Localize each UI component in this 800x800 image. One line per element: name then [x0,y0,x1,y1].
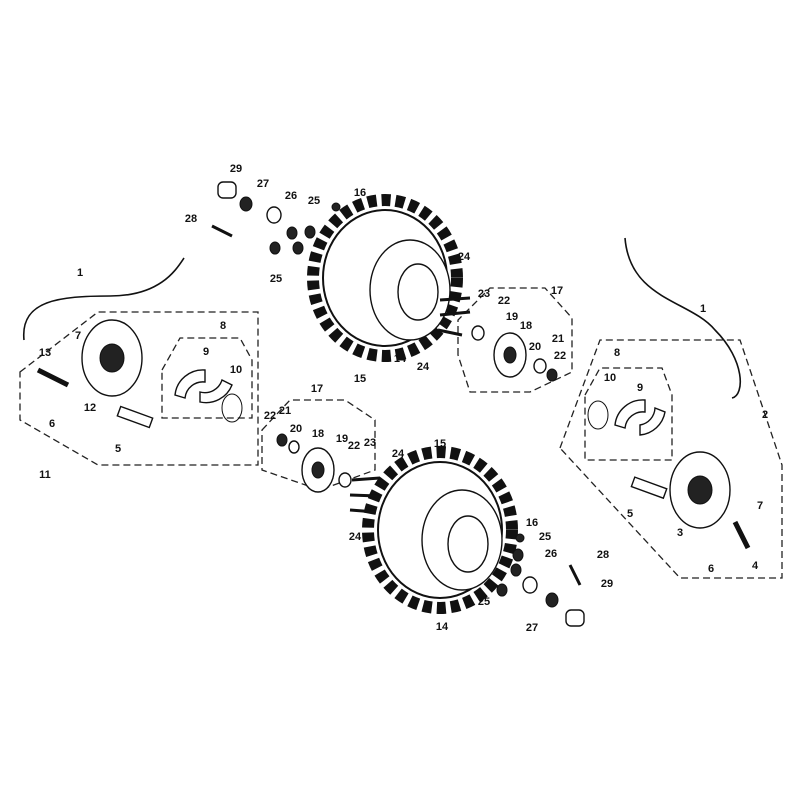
callout-label: 24 [392,448,405,460]
callout-label: 3 [677,527,683,539]
callout-label: 15 [434,438,446,450]
callout-label: 7 [75,330,81,342]
hub-bottom [276,433,352,493]
group-box-bottom-hub [261,399,376,491]
callout-label: 26 [545,548,557,560]
callout-label: 26 [285,190,297,202]
group-box-right-brake [559,339,783,579]
brake-cable-left [23,257,185,341]
callout-label: 24 [458,251,471,263]
callout-label: 8 [220,320,226,332]
callout-label: 29 [601,578,613,590]
callout-label: 22 [498,295,510,307]
callout-label: 19 [336,433,348,445]
callout-label: 17 [551,285,563,297]
callout-label: 1 [77,267,83,279]
callout-label: 9 [637,382,643,394]
hub-top [471,325,558,382]
brake-shoes-left [174,369,243,423]
callout-label: 22 [554,350,566,362]
callout-label: 25 [539,531,551,543]
brake-plate-right [630,451,751,550]
callout-label: 21 [279,405,291,417]
group-box-right-shoes [584,367,673,461]
callout-label: 25 [270,273,282,285]
callout-label: 15 [354,373,366,385]
callout-label: 16 [354,187,366,199]
tire-bottom [362,446,518,614]
brake-shoes-right [587,399,666,436]
callout-label: 28 [185,213,197,225]
callout-label: 25 [478,596,490,608]
callout-label: 4 [752,560,759,572]
callout-label: 10 [230,364,242,376]
callout-label: 16 [526,517,538,529]
brake-plate-left [36,319,154,429]
callout-label: 18 [312,428,324,440]
callout-label: 2 [762,409,768,421]
callout-label: 11 [39,469,51,481]
callout-label: 7 [757,500,763,512]
group-box-left-shoes [161,337,253,419]
wheel-studs [349,296,471,514]
callout-label: 27 [257,178,269,190]
callout-label: 13 [39,347,51,359]
callout-label: 14 [394,353,407,365]
callout-label: 18 [520,320,532,332]
callout-label: 25 [308,195,320,207]
callout-label: 5 [627,508,633,520]
callout-label: 8 [614,347,620,359]
callout-label: 29 [230,163,242,175]
callout-label: 23 [478,288,490,300]
callout-label: 20 [529,341,541,353]
callout-label: 9 [203,346,209,358]
callout-label: 10 [604,372,616,384]
callout-label: 27 [526,622,538,634]
callout-label: 22 [348,440,360,452]
callout-label: 14 [436,621,449,633]
callout-label: 24 [349,531,362,543]
callout-label: 5 [115,443,121,455]
callout-label: 21 [552,333,564,345]
hardware-bottom [496,533,585,627]
callout-label: 1 [700,303,706,315]
callout-label: 6 [49,418,55,430]
callout-label: 28 [597,549,609,561]
hardware-top [211,181,341,255]
callout-label: 22 [264,410,276,422]
callout-label: 6 [708,563,714,575]
callout-label: 20 [290,423,302,435]
callout-label: 17 [311,383,323,395]
brake-cable-right [624,237,742,399]
callout-label: 23 [364,437,376,449]
callout-label: 19 [506,311,518,323]
group-box-left-brake [19,311,259,466]
tire-top [307,194,463,362]
callout-label: 12 [84,402,96,414]
group-box-top-hub [457,287,573,393]
callout-label: 24 [417,361,430,373]
